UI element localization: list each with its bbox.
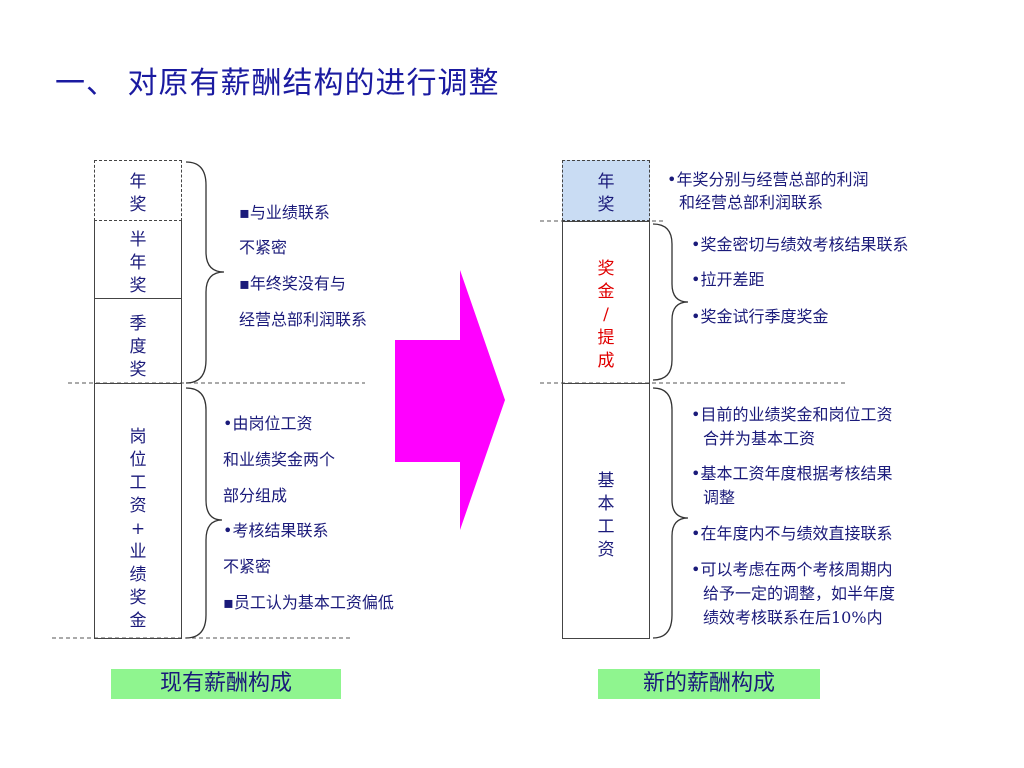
right-note-b6: •可以考虑在两个考核周期内 — [691, 560, 893, 579]
left-caption: 现有薪酬构成 — [111, 669, 341, 699]
left-base-label: 岗位工资+业绩奖金 — [129, 427, 147, 631]
left-note-1: ▪与业绩联系 — [239, 203, 330, 222]
right-note-b2: 合并为基本工资 — [703, 429, 816, 448]
left-base-box: 岗位工资+业绩奖金 — [94, 384, 182, 639]
left-top-brace — [185, 161, 225, 384]
left-half-label: 半年奖 — [129, 230, 147, 296]
right-note-mid-1: •奖金密切与绩效考核结果联系 — [691, 235, 909, 254]
right-base-box: 基本工资 — [562, 384, 650, 639]
left-quarter-label: 季度奖 — [129, 314, 147, 380]
right-note-b5: •在年度内不与绩效直接联系 — [691, 524, 893, 543]
right-note-b4: 调整 — [703, 488, 736, 507]
right-note-b7: 给予一定的调整，如半年度 — [703, 584, 896, 603]
right-base-label: 基本工资 — [597, 471, 615, 560]
right-note-annual-1: •年奖分别与经营总部的利润 — [667, 170, 869, 189]
left-annual-box: 年奖 — [94, 160, 182, 221]
left-note-7: 部分组成 — [223, 486, 288, 505]
left-note-5: •由岗位工资 — [223, 414, 313, 433]
left-note-8: •考核结果联系 — [223, 521, 329, 540]
transition-arrow — [395, 270, 505, 530]
left-note-3: ▪年终奖没有与 — [239, 274, 346, 293]
right-mid-brace — [652, 223, 689, 381]
left-note-9: 不紧密 — [223, 557, 272, 576]
right-note-b1: •目前的业绩奖金和岗位工资 — [691, 405, 893, 424]
left-note-10: ▪员工认为基本工资偏低 — [223, 593, 394, 612]
right-bonus-box: 奖金/提成 — [562, 221, 650, 384]
left-half-box: 半年奖 — [94, 221, 182, 299]
right-note-mid-2: •拉开差距 — [691, 270, 765, 289]
left-annual-label: 年奖 — [129, 172, 147, 215]
right-bonus-label: 奖金/提成 — [597, 259, 615, 371]
left-note-6: 和业绩奖金两个 — [223, 450, 336, 469]
left-quarter-box: 季度奖 — [94, 298, 182, 384]
left-note-2: 不紧密 — [239, 238, 288, 257]
right-annual-label: 年奖 — [597, 172, 615, 215]
right-note-mid-3: •奖金试行季度奖金 — [691, 307, 829, 326]
right-bottom-brace — [652, 387, 689, 639]
page-title: 一、 对原有薪酬结构的进行调整 — [55, 66, 500, 101]
right-note-b3: •基本工资年度根据考核结果 — [691, 464, 893, 483]
right-caption: 新的薪酬构成 — [598, 669, 820, 699]
right-note-b8: 绩效考核联系在后10%内 — [703, 608, 883, 627]
right-note-annual-2: 和经营总部利润联系 — [679, 193, 824, 212]
left-bottom-brace — [185, 387, 223, 639]
right-annual-box: 年奖 — [562, 160, 650, 221]
left-note-4: 经营总部利润联系 — [239, 310, 368, 329]
